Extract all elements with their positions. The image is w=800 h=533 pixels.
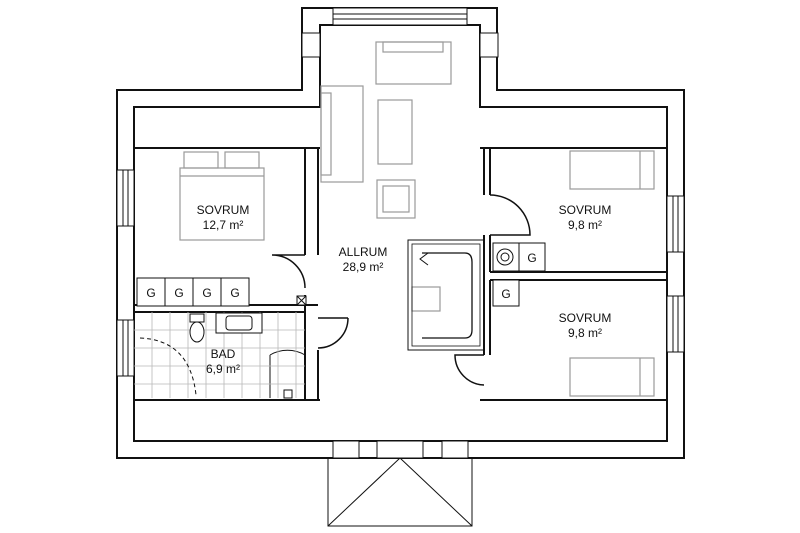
bedroom-right-top-name: SOVRUM: [559, 203, 612, 217]
doors: [269, 194, 531, 398]
closet-label: G: [146, 286, 155, 300]
living-name: ALLRUM: [339, 245, 388, 259]
stair: [407, 239, 485, 351]
bath-name: BAD: [211, 347, 236, 361]
window-tower-right: [479, 32, 499, 58]
window-bottom-1: [332, 440, 360, 459]
double-bed: [179, 167, 265, 241]
shower-curve: [139, 337, 197, 396]
bath-fixtures: [139, 312, 293, 399]
window-right-bottom: [666, 295, 685, 353]
knee-walls: [134, 147, 667, 401]
bath-area: 6,9 m²: [206, 362, 240, 376]
bedroom-right-top-area: 9,8 m²: [568, 218, 602, 232]
toilet: [189, 313, 205, 323]
desk-fireplace: [411, 286, 441, 312]
closet-labels: G G G G G G: [146, 251, 536, 301]
window-right-top: [666, 195, 685, 253]
room-labels: SOVRUM 12,7 m² SOVRUM 9,8 m² SOVRUM 9,8 …: [197, 203, 612, 376]
door-bedroom-right-top: [489, 194, 531, 236]
window-bottom-2: [376, 440, 424, 459]
living-area: 28,9 m²: [343, 260, 384, 274]
bedroom-left-area: 12,7 m²: [203, 218, 244, 232]
armchair: [376, 179, 416, 219]
window-top: [332, 7, 468, 26]
bed-right-top: [569, 150, 655, 190]
furniture: [179, 41, 655, 397]
porch: [327, 457, 473, 527]
door-shower: [269, 349, 306, 398]
sofa-left: [320, 85, 364, 183]
window-left-bedroom: [116, 169, 135, 227]
door-bedroom-right-bottom: [454, 354, 485, 386]
shower-drain: [283, 389, 293, 399]
closet-label: G: [527, 251, 536, 265]
windows: [116, 7, 685, 459]
closet-label: G: [230, 286, 239, 300]
coffee-table: [377, 99, 413, 165]
sofa-top: [375, 41, 452, 85]
bedroom-left-name: SOVRUM: [197, 203, 250, 217]
bed-right-bottom: [569, 357, 655, 397]
bedroom-right-bottom-area: 9,8 m²: [568, 326, 602, 340]
outer-walls: [116, 7, 685, 459]
closet-label: G: [202, 286, 211, 300]
closet-label: G: [174, 286, 183, 300]
window-tower-left: [301, 32, 321, 58]
door-bedroom-left: [271, 254, 306, 289]
window-bottom-3: [441, 440, 469, 459]
window-left-bath: [116, 319, 135, 377]
bath-tiles: [134, 312, 305, 398]
bedroom-right-bottom-name: SOVRUM: [559, 311, 612, 325]
closets: [136, 242, 546, 307]
closet-label: G: [501, 287, 510, 301]
door-bath: [317, 317, 349, 349]
